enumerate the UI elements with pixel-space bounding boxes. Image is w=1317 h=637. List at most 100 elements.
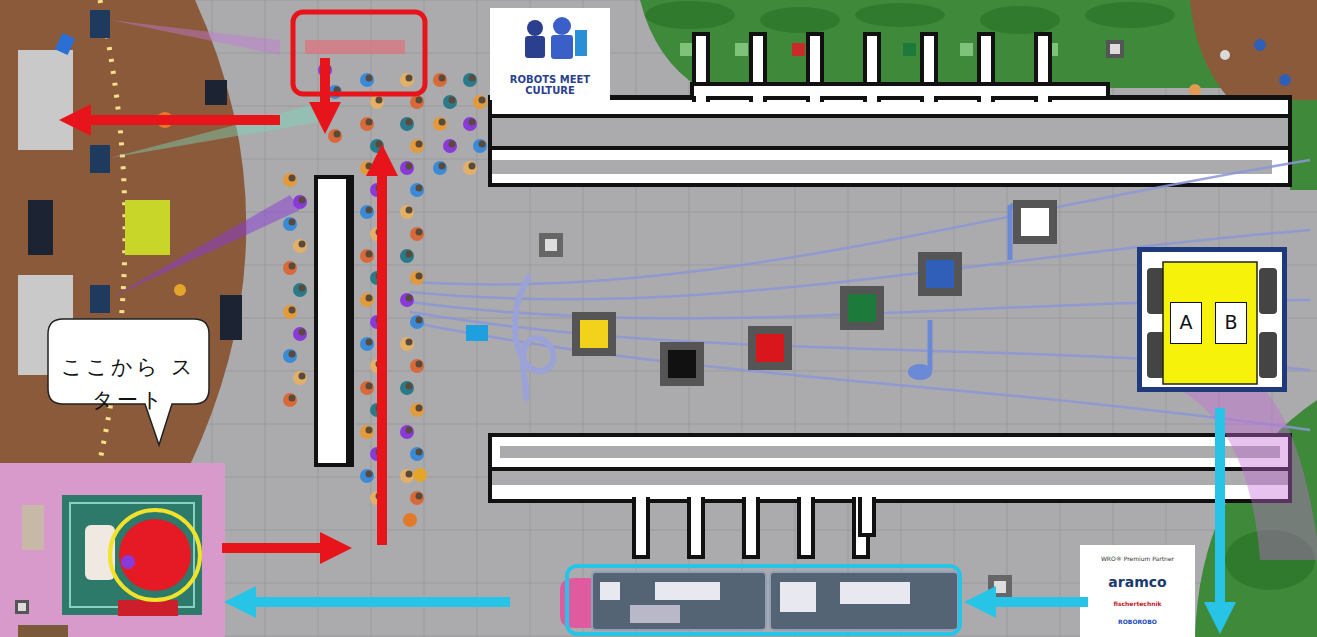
light [90, 285, 110, 313]
spectator-head [366, 75, 373, 82]
spectator [283, 305, 297, 319]
light-beam [110, 20, 280, 55]
spectator [360, 117, 374, 131]
spectator [283, 261, 297, 275]
white-square [1021, 208, 1049, 236]
cargo [600, 582, 620, 600]
spectator-head [366, 295, 373, 302]
light [90, 145, 110, 173]
spectator [283, 217, 297, 231]
marker [15, 600, 29, 614]
spectator-head [416, 405, 423, 412]
drum [1254, 39, 1266, 51]
spectator-head [289, 175, 296, 182]
spectator [283, 173, 297, 187]
spectator-head [289, 263, 296, 270]
rug [62, 495, 202, 615]
sponsor-text: aramco [1108, 574, 1166, 590]
colored-squares [466, 200, 1057, 599]
note [908, 364, 932, 380]
sponsor-panel [1080, 545, 1195, 637]
wall-outline [858, 497, 876, 537]
logo-box [490, 8, 610, 100]
marker [680, 43, 693, 56]
speaker [28, 200, 53, 255]
bubble-outline [47, 318, 210, 450]
light [90, 10, 110, 38]
wall [801, 497, 811, 555]
spectator-head [406, 119, 413, 126]
spectator-head [416, 229, 423, 236]
spectator-head [479, 97, 486, 104]
treble-clef [515, 275, 553, 400]
red-arrow [222, 543, 336, 553]
marker [988, 575, 1012, 599]
green-square [848, 294, 876, 322]
spectator [293, 195, 307, 209]
square-frame [1013, 200, 1057, 244]
wall [694, 86, 1106, 96]
spectator-head [289, 395, 296, 402]
square-frame [660, 342, 704, 386]
spectator-head [406, 295, 413, 302]
spectator [293, 371, 307, 385]
robot-label-box: A [1170, 302, 1202, 344]
spectator [360, 205, 374, 219]
spectator-head [449, 141, 456, 148]
start-ring [110, 510, 200, 600]
spectator-head [299, 241, 306, 248]
spectator-head [416, 185, 423, 192]
spectator-head [376, 97, 383, 104]
stage-floor [0, 0, 246, 465]
spectator-head [416, 273, 423, 280]
spectator [400, 249, 414, 263]
light-beam [110, 195, 300, 298]
spectator [410, 491, 424, 505]
marker [545, 239, 557, 251]
spectator [410, 315, 424, 329]
square-frame [748, 326, 792, 370]
spectator-head [366, 119, 373, 126]
spectator-head [366, 163, 373, 170]
square-frame [918, 252, 962, 296]
marker [539, 233, 563, 257]
spectator [410, 95, 424, 109]
square-frame [840, 286, 884, 330]
spectator [463, 73, 477, 87]
spectator [413, 468, 427, 482]
sofa [22, 505, 44, 550]
spectator [293, 327, 307, 341]
red-route [75, 58, 382, 548]
spectator-head [366, 383, 373, 390]
marker [735, 43, 748, 56]
stage-riser [18, 50, 73, 150]
floor [492, 118, 1288, 146]
spectator [283, 393, 297, 407]
robot-head [553, 17, 571, 35]
spectator [360, 161, 374, 175]
spectator-head [299, 329, 306, 336]
spectator [328, 129, 342, 143]
yellow-square [580, 320, 608, 348]
spectator-head [366, 427, 373, 434]
spectator [400, 73, 414, 87]
spectator-head [416, 493, 423, 500]
spectator [360, 469, 374, 483]
wall [636, 497, 646, 555]
spectator-head [469, 75, 476, 82]
corner-stage [1190, 0, 1317, 100]
wall-outline [632, 497, 650, 559]
wall-outline [687, 497, 705, 559]
speech-bubble: ここから スタート [47, 318, 210, 450]
spectator-head [406, 75, 413, 82]
wall-outline [314, 175, 354, 467]
black-square [668, 350, 696, 378]
red-object [305, 40, 405, 54]
spectator [473, 95, 487, 109]
robot-body [525, 36, 545, 58]
drum [1279, 74, 1291, 86]
spectator [400, 117, 414, 131]
robot-frame [1137, 247, 1287, 392]
spectator [360, 293, 374, 307]
